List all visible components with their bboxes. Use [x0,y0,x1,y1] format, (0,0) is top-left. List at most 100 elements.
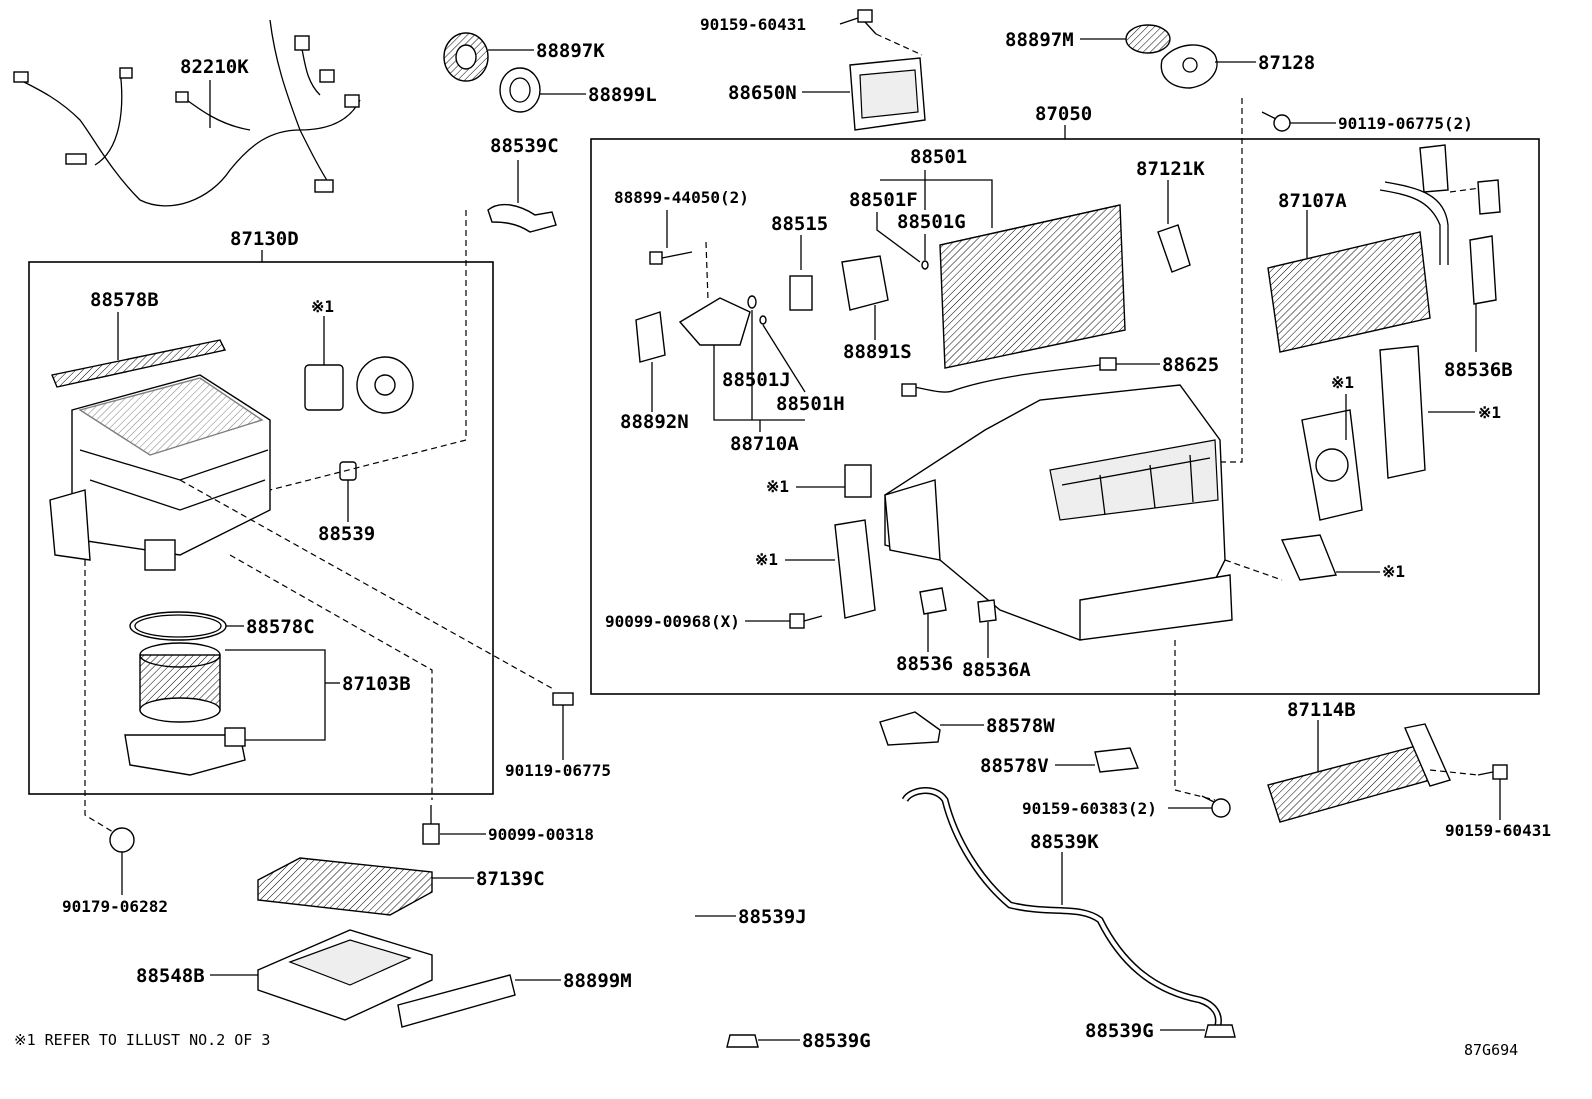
label-88501H: 88501H [776,393,845,415]
part-bolt-90159-60431-top [857,9,877,35]
label-90179-06282: 90179-06282 [62,897,168,916]
part-88539C [487,203,557,233]
part-88536 [919,587,947,615]
label-88650N: 88650N [728,82,797,104]
label-88897M: 88897M [1005,29,1074,51]
wire-harness-82210K [13,19,361,207]
part-88892N [635,311,666,363]
part-88710A [678,297,751,346]
label-88548B: 88548B [136,965,205,987]
label-88539G-right: 88539G [1085,1020,1154,1042]
part-88539 [339,461,357,481]
part-88539G-right [1204,1024,1236,1038]
part-87128 [1160,44,1218,89]
ref-mark-5: ※1 [1331,373,1354,392]
part-88578C [129,611,227,641]
label-87103B: 87103B [342,673,411,695]
label-88539C: 88539C [490,135,559,157]
label-88710A: 88710A [730,433,799,455]
part-blower-housing [49,374,271,571]
ref-mark-2: ※1 [766,477,789,496]
part-88536B [1469,235,1497,305]
label-90099-00318: 90099-00318 [488,825,594,844]
label-88539K: 88539K [1030,831,1099,853]
label-90119-06775: 90119-06775 [505,761,611,780]
part-87139C [257,857,433,916]
part-87121K [1157,224,1191,273]
part-actuator-c [1379,345,1426,479]
label-87121K: 87121K [1136,158,1205,180]
part-actuator-e [1280,534,1337,581]
part-actuator-left [304,356,414,414]
part-bolt-88899-44050 [649,251,693,265]
label-87114B: 87114B [1287,699,1356,721]
part-screw-90099-00968 [789,613,823,629]
part-clip-upper [1477,179,1501,215]
label-88578C: 88578C [246,616,315,638]
diagram-code: 87G694 [1464,1041,1518,1059]
part-88501-evaporator [939,204,1126,369]
label-88539G-left: 88539G [802,1030,871,1052]
label-90159-60383: 90159-60383(2) [1022,799,1157,818]
part-87107A-heater-core [1267,231,1431,353]
ref-mark-3: ※1 [755,550,778,569]
label-88501: 88501 [910,146,967,168]
label-88501G: 88501G [897,211,966,233]
part-88899L [499,67,541,113]
part-90179-06282 [109,827,135,853]
label-88539J: 88539J [738,906,807,928]
ref-mark-4: ※1 [1478,403,1501,422]
ref-mark-6: ※1 [1382,562,1405,581]
label-90159-60431-top: 90159-60431 [700,15,806,34]
part-88899M [397,974,516,1028]
part-88578V [1094,747,1139,773]
label-88501F: 88501F [849,189,918,211]
part-88578W [879,711,941,746]
part-88536A [977,599,997,623]
part-actuator-a [844,464,872,498]
part-88578B [51,339,227,388]
label-88578W: 88578W [986,715,1055,737]
part-88625 [904,364,1101,393]
part-88897M [1125,24,1171,54]
part-bolt-90119-06775 [552,692,574,720]
label-88625: 88625 [1162,354,1219,376]
group-box-87130D [28,261,494,795]
part-bracket-upper [1419,144,1449,193]
label-90119-06775-2: 90119-06775(2) [1338,114,1473,133]
label-88897K: 88897K [536,40,605,62]
label-88899-44050: 88899-44050(2) [614,188,749,207]
footnote: ※1 REFER TO ILLUST NO.2 OF 3 [14,1031,270,1049]
label-88536A: 88536A [962,659,1031,681]
label-87130D: 87130D [230,228,299,250]
part-88515 [789,275,813,311]
part-bolt-90119-06775-2 [1261,111,1291,132]
label-88515: 88515 [771,213,828,235]
label-88539: 88539 [318,523,375,545]
part-88539G-left [726,1034,759,1048]
part-blower-motor-87103B [124,642,246,776]
label-88578B: 88578B [90,289,159,311]
label-88891S: 88891S [843,341,912,363]
label-87050: 87050 [1035,103,1092,125]
label-88536: 88536 [896,653,953,675]
part-bolt-90159-60431-right [1477,764,1508,780]
label-90099-00968: 90099-00968(X) [605,612,740,631]
label-87107A: 87107A [1278,190,1347,212]
part-hvac-case [884,384,1233,641]
part-bolt-90099-00318 [422,805,440,845]
label-90159-60431-right: 90159-60431 [1445,821,1551,840]
label-88501J: 88501J [722,369,791,391]
label-87139C: 87139C [476,868,545,890]
label-88578V: 88578V [980,755,1049,777]
label-87128: 87128 [1258,52,1315,74]
part-actuator-b [834,519,876,619]
label-88899M: 88899M [563,970,632,992]
label-88892N: 88892N [620,411,689,433]
part-88891S [841,255,889,311]
part-87114B [1267,744,1431,823]
label-88899L: 88899L [588,84,657,106]
label-88536B: 88536B [1444,359,1513,381]
label-82210K: 82210K [180,56,249,78]
